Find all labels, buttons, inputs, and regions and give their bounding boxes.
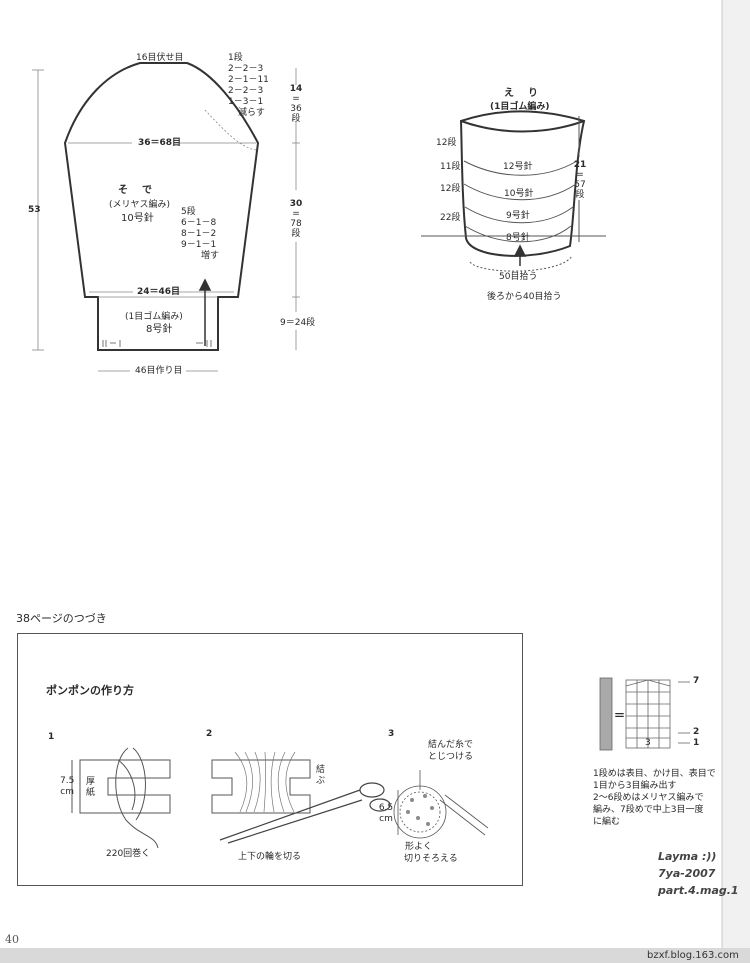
collar-rows-left: 12段 — [436, 138, 457, 148]
collar-rows-left: 22段 — [440, 213, 461, 223]
size-unit: cm — [60, 787, 74, 797]
legend-notes: 1段めは表目、かけ目、表目で 1目から3目編み出す 2～6段めはメリヤス編みで … — [593, 768, 716, 828]
tie-label: 結 — [316, 765, 326, 775]
site-url: bzxf.blog.163.com — [647, 950, 739, 961]
legend-row-label: 1 — [693, 738, 700, 748]
dim-equals: = — [576, 170, 584, 180]
cap-decrease-line: 2－2－3 — [228, 64, 264, 74]
size-value: 7.5 — [60, 776, 75, 786]
step1-size: 7.5 cm — [60, 776, 74, 798]
step1-number: 1 — [48, 732, 55, 742]
sleeve-width-top: 36＝68目 — [138, 138, 182, 148]
watermark-line: part.4.mag.1 — [658, 884, 739, 897]
legend-bottom-num: 3 — [645, 738, 651, 748]
sleeve-side-height-a: 14 = 36 段 — [289, 84, 303, 124]
sleeve-stitch: (メリヤス編み) — [109, 200, 171, 210]
dim-value: 30 — [289, 199, 303, 209]
collar-stitch: (1目ゴム編み) — [490, 102, 550, 112]
step3-caption2: 切りそろえる — [404, 854, 458, 864]
watermark-line: Layma :)) — [658, 850, 717, 863]
dim-unit: 段 — [291, 229, 301, 239]
sleeve-width-bottom: 24＝46目 — [137, 287, 181, 297]
legend-note-line: 1段めは表目、かけ目、表目で — [593, 769, 716, 779]
card-label: 紙 — [86, 788, 96, 798]
step3-size: 6.5 cm — [377, 803, 395, 825]
increase-line: 9－1－1 — [181, 240, 217, 250]
cap-decrease-line: 減らす — [238, 108, 265, 118]
dim-value: 36 — [290, 104, 302, 114]
step1-caption: 220回巻く — [106, 849, 151, 859]
dim-unit: 段 — [575, 190, 585, 200]
sleeve-rib-stitch: (1目ゴム編み) — [125, 312, 183, 322]
increase-line: 8－1－2 — [181, 229, 217, 239]
legend-note-line: 編み、7段めで中上3目一度 — [593, 805, 704, 815]
dim-value: 21 — [573, 160, 587, 170]
dim-unit: 段 — [291, 114, 301, 124]
increase-line: 増す — [201, 251, 220, 261]
dim-value: 78 — [290, 219, 302, 229]
size-unit: cm — [379, 814, 393, 824]
cap-decrease-line: 1－3－1 — [228, 97, 264, 107]
sleeve-increase: 5段 6－1－8 8－1－2 9－1－1 増す — [181, 207, 219, 262]
pompom-title: ポンポンの作り方 — [46, 684, 134, 697]
legend-note-line: に編む — [593, 817, 621, 827]
page-number: 40 — [5, 933, 19, 946]
collar-right-rows: 21 = 57 段 — [573, 160, 587, 200]
collar-needle: 10号針 — [504, 189, 534, 199]
legend-note-line: 2～6段めはメリヤス編みで — [593, 793, 704, 803]
step3-note1: 結んだ糸で — [428, 740, 474, 750]
sleeve-cast-on: 46目作り目 — [135, 366, 183, 376]
collar-title: え り — [504, 88, 540, 99]
watermark-line: 7ya-2007 — [658, 867, 716, 880]
collar-rows-left: 11段 — [440, 162, 461, 172]
step2-tie: 結 ぶ — [316, 765, 325, 787]
collar-pickup: 50目拾う — [499, 272, 538, 282]
step2-number: 2 — [206, 729, 213, 739]
sleeve-bindoff-label: 16目伏せ目 — [136, 53, 184, 63]
sleeve-height-total: 53 — [28, 205, 41, 215]
sleeve-outline — [63, 62, 260, 351]
collar-needle: 8号針 — [506, 233, 530, 243]
legend-note-line: 1目から3目編み出す — [593, 781, 677, 791]
increase-line: 6－1－8 — [181, 218, 217, 228]
tie-label: ぶ — [316, 776, 326, 786]
card-label: 厚 — [86, 777, 96, 787]
footer-bar — [0, 948, 750, 963]
sleeve-rib-height: 9＝24段 — [280, 318, 316, 328]
sleeve-cap-decrease: 1段 2－2－3 2－1－11 2－2－3 1－3－1 減らす — [228, 53, 269, 119]
cap-decrease-line: 1段 — [228, 53, 243, 63]
step3-note2: とじつける — [428, 752, 474, 762]
step3-number: 3 — [388, 729, 395, 739]
legend-row-label: 2 — [693, 727, 700, 737]
legend-row-label: 7 — [693, 676, 700, 686]
sleeve-title: そ で — [118, 185, 154, 196]
cap-decrease-line: 2－2－3 — [228, 86, 264, 96]
step3-caption1: 形よく — [405, 842, 433, 852]
dim-value: 57 — [574, 180, 586, 190]
dim-equals: = — [292, 209, 300, 219]
collar-needle: 12号針 — [503, 162, 533, 172]
cap-decrease-line: 2－1－11 — [228, 75, 269, 85]
step2-caption: 上下の輪を切る — [238, 852, 302, 862]
increase-line: 5段 — [181, 207, 196, 217]
legend-equals: ＝ — [614, 709, 625, 722]
sleeve-needle: 10号針 — [121, 213, 154, 224]
collar-rows-left: 12段 — [440, 184, 461, 194]
sleeve-side-height-b: 30 = 78 段 — [289, 199, 303, 239]
size-value: 6.5 — [378, 803, 394, 813]
continuation-heading: 38ページのつづき — [16, 612, 107, 625]
sleeve-rib-needle: 8号針 — [146, 324, 173, 335]
step1-card: 厚 紙 — [86, 777, 95, 799]
collar-needle: 9号針 — [506, 211, 530, 221]
collar-pickup-note: 後ろから40目拾う — [487, 292, 562, 302]
dim-value: 14 — [289, 84, 303, 94]
pompom-box — [17, 633, 523, 886]
dim-equals: = — [292, 94, 300, 104]
